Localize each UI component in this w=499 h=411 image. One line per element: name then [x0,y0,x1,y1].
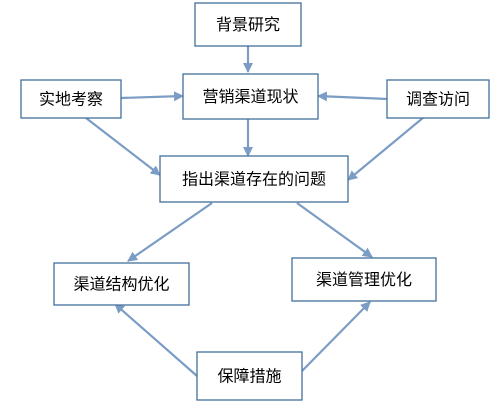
node-safeguard-measures: 保障措施 [196,351,303,401]
node-box [291,257,437,302]
node-label: 背景研究 [216,15,280,34]
node-background-research: 背景研究 [194,2,302,47]
node-box [182,73,319,120]
arrow-survey-to-problems [347,116,425,181]
node-label: 保障措施 [217,367,281,386]
node-channel-structure-optimization: 渠道结构优化 [53,262,190,306]
arrow-field-to-status [120,91,184,102]
node-identify-channel-problems: 指出渠道存在的问题 [159,155,349,203]
node-label: 调查访问 [406,90,470,109]
node-box [159,155,349,203]
node-marketing-channel-status: 营销渠道现状 [182,73,319,120]
node-field-inspection: 实地考察 [20,79,122,119]
node-box [194,2,302,47]
node-box [20,79,122,119]
node-label: 指出渠道存在的问题 [182,170,326,189]
node-box [196,351,303,401]
node-label: 渠道管理优化 [316,270,412,289]
node-channel-management-optimization: 渠道管理优化 [291,257,437,302]
arrows-group [85,46,425,377]
arrow-problems-to-structure [127,202,213,262]
arrow-survey-to-status [317,91,388,102]
arrow-field-to-problems [85,117,161,176]
node-box [53,262,190,306]
node-survey-visit: 调查访问 [386,79,490,119]
node-label: 营销渠道现状 [202,87,298,106]
node-label: 实地考察 [39,90,103,109]
arrow-problems-to-management [296,202,373,258]
arrow-safeguard-to-management [301,301,371,372]
node-box [386,79,490,119]
arrow-safeguard-to-structure [114,303,198,377]
node-label: 渠道结构优化 [73,275,169,294]
